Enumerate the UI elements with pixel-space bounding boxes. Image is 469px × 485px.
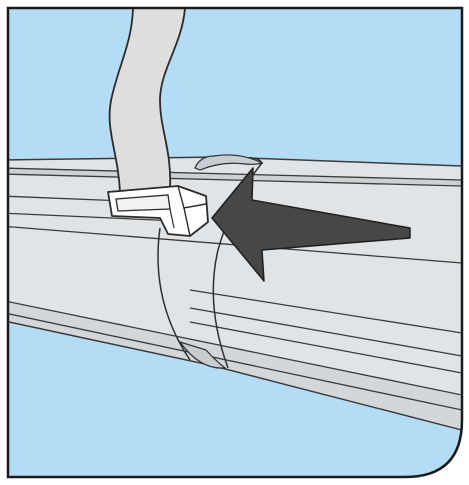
rail-lower-face [8,300,462,430]
rail-top-groove [8,168,462,186]
rail-joint-inner-seam [157,227,191,361]
panel-border [6,6,464,479]
rail-joint-top [194,154,264,171]
rail-joint-lip [178,340,227,369]
arrow-left-icon [211,167,411,282]
rail-lines [8,167,462,431]
cable-clip [107,185,209,237]
